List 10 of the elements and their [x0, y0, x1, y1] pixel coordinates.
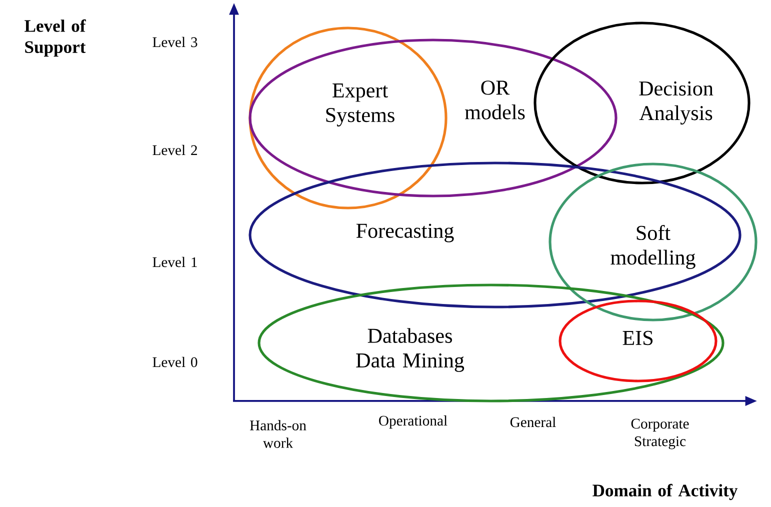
- tick-label: Level 2: [152, 144, 197, 156]
- axis-title: Domain of Activity: [592, 484, 738, 500]
- tick-label: Corporate Strategic: [631, 418, 689, 450]
- tick-label: Operational: [379, 415, 448, 429]
- tick-label: Hands-on work: [250, 420, 306, 448]
- axis-title: Level of Support: [24, 19, 86, 57]
- tick-label: Level 0: [152, 356, 198, 368]
- tick-label: Level 1: [152, 256, 197, 268]
- tick-label: Level 3: [152, 36, 198, 48]
- tick-label: General: [510, 416, 556, 428]
